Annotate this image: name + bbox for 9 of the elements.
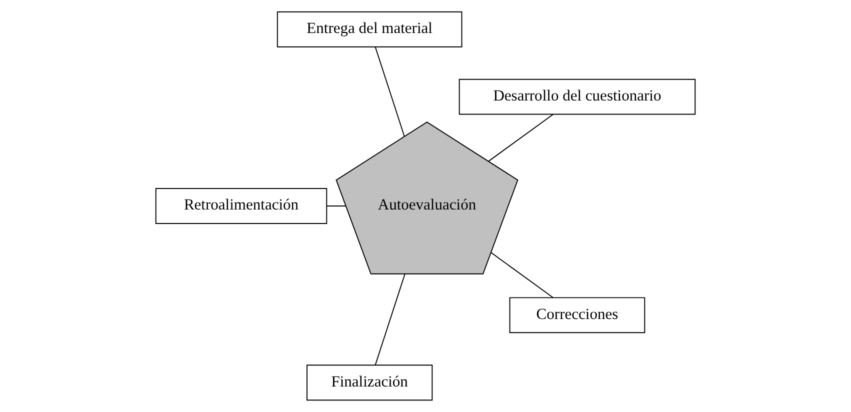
node-box: Desarrollo del cuestionario xyxy=(458,78,696,115)
node-box: Correcciones xyxy=(509,297,646,334)
node-box: Entrega del material xyxy=(276,11,462,48)
node-box: Retroalimentación xyxy=(155,188,328,224)
connector xyxy=(488,114,554,162)
node-box: Finalización xyxy=(306,364,433,401)
connector xyxy=(490,252,554,298)
connector xyxy=(374,46,405,137)
connector xyxy=(374,274,406,366)
